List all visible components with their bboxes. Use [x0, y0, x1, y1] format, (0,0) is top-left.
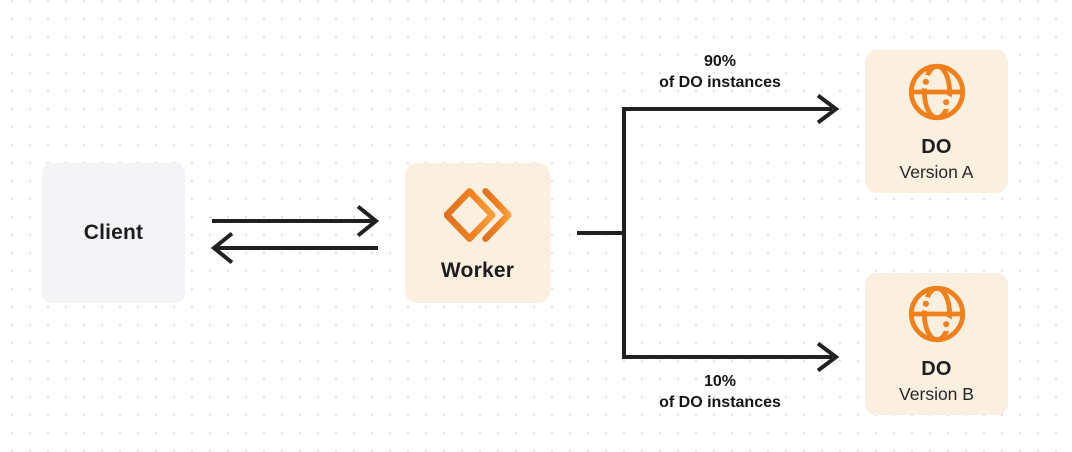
- branch-b-caption: of DO instances: [659, 393, 781, 411]
- cloudflare-workers-icon: [443, 184, 512, 246]
- branch-a-label: 90% of DO instances: [610, 52, 830, 93]
- worker-label: Worker: [440, 258, 515, 282]
- do-version-a-node: DO Version A: [865, 50, 1008, 193]
- arrow-worker-to-client: [210, 231, 378, 265]
- durable-object-globe-icon: [906, 61, 968, 123]
- client-label: Client: [83, 221, 144, 244]
- branch-b-percent: 10%: [703, 373, 737, 390]
- client-node: Client: [42, 163, 185, 303]
- branch-a-percent: 90%: [703, 53, 737, 70]
- branch-a-caption: of DO instances: [659, 73, 781, 91]
- do-version-b-node: DO Version B: [865, 273, 1008, 415]
- branch-b-label: 10% of DO instances: [610, 372, 830, 413]
- do-b-title: DO: [921, 358, 952, 380]
- branch-a-arrow: [622, 93, 840, 233]
- branch-b-arrow: [622, 233, 840, 373]
- worker-node: Worker: [405, 163, 550, 303]
- do-a-title: DO: [921, 135, 952, 158]
- durable-object-globe-icon: [906, 283, 968, 345]
- arrow-client-to-worker: [212, 204, 380, 238]
- do-b-subtitle: Version B: [899, 384, 974, 404]
- do-a-subtitle: Version A: [899, 161, 974, 182]
